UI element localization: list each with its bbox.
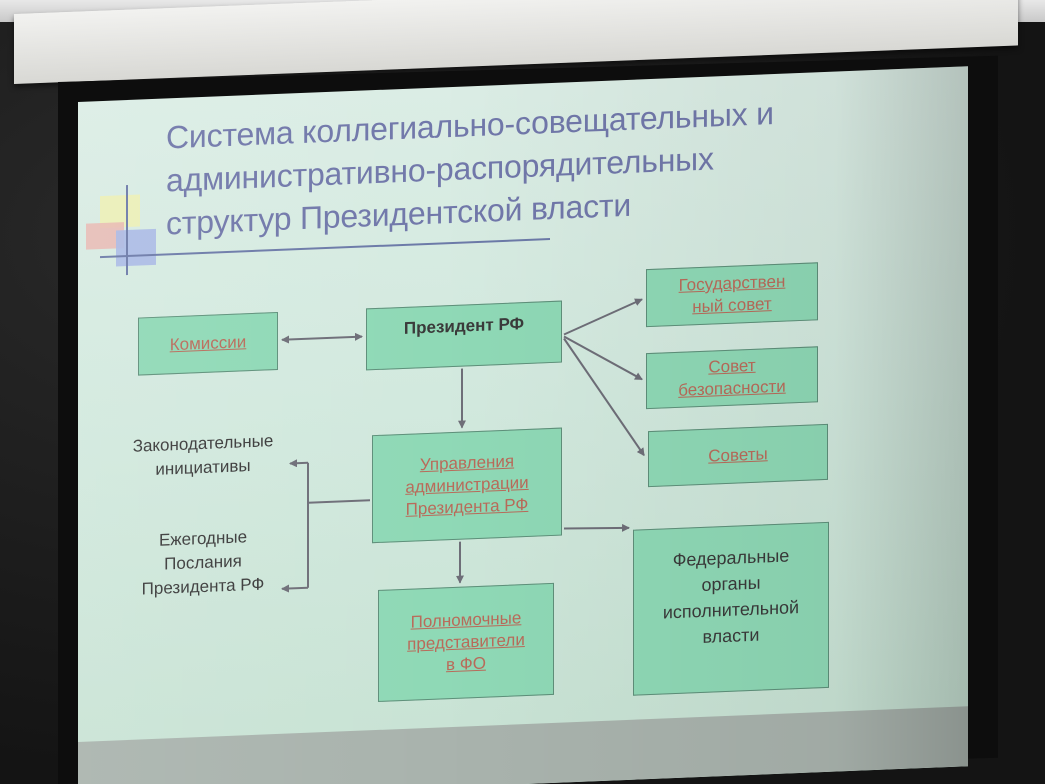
node-polnomochnye-label[interactable]: Полномочные представители в ФО bbox=[407, 608, 525, 675]
arrow-president-gossovet bbox=[563, 298, 643, 336]
node-gossovet[interactable]: Государствен ный совет bbox=[646, 262, 818, 328]
node-federalnye-label: Федеральные органы исполнительной власти bbox=[662, 545, 800, 647]
arrow-komissii-president bbox=[281, 332, 363, 344]
node-gossovet-label[interactable]: Государствен ный совет bbox=[678, 271, 786, 317]
label-zakonodatelnye: Законодательные инициативы bbox=[132, 431, 274, 479]
node-sovbez[interactable]: Совет безопасности bbox=[646, 346, 818, 410]
label-poslaniya: Ежегодные Послания Президента РФ bbox=[141, 527, 265, 599]
node-sovety[interactable]: Советы bbox=[648, 423, 828, 488]
node-federalnye: Федеральные органы исполнительной власти bbox=[633, 521, 829, 696]
node-president-label: Президент РФ bbox=[403, 314, 525, 338]
arrow-to-poslaniya bbox=[281, 584, 308, 593]
node-upravleniya-label[interactable]: Управления администрации Президента РФ bbox=[405, 451, 529, 519]
arrow-president-sovety bbox=[563, 337, 645, 457]
arrow-president-sovbez bbox=[563, 335, 643, 381]
node-komissii[interactable]: Комиссии bbox=[138, 311, 278, 376]
projected-slide: Система коллегиально-совещательных и адм… bbox=[78, 66, 968, 784]
node-president: Президент РФ bbox=[366, 300, 562, 371]
arrow-to-zakonodatelnye bbox=[289, 459, 308, 468]
arrow-upravleniya-federalnye bbox=[563, 523, 630, 532]
diagram-arrows bbox=[281, 298, 645, 593]
line-upravleniya-bracket bbox=[308, 499, 370, 504]
node-polnomochnye[interactable]: Полномочные представители в ФО bbox=[378, 582, 554, 702]
node-upravleniya[interactable]: Управления администрации Президента РФ bbox=[372, 427, 562, 544]
node-komissii-label[interactable]: Комиссии bbox=[169, 332, 247, 355]
node-sovety-label[interactable]: Советы bbox=[708, 444, 768, 466]
node-sovbez-label[interactable]: Совет безопасности bbox=[678, 355, 786, 400]
